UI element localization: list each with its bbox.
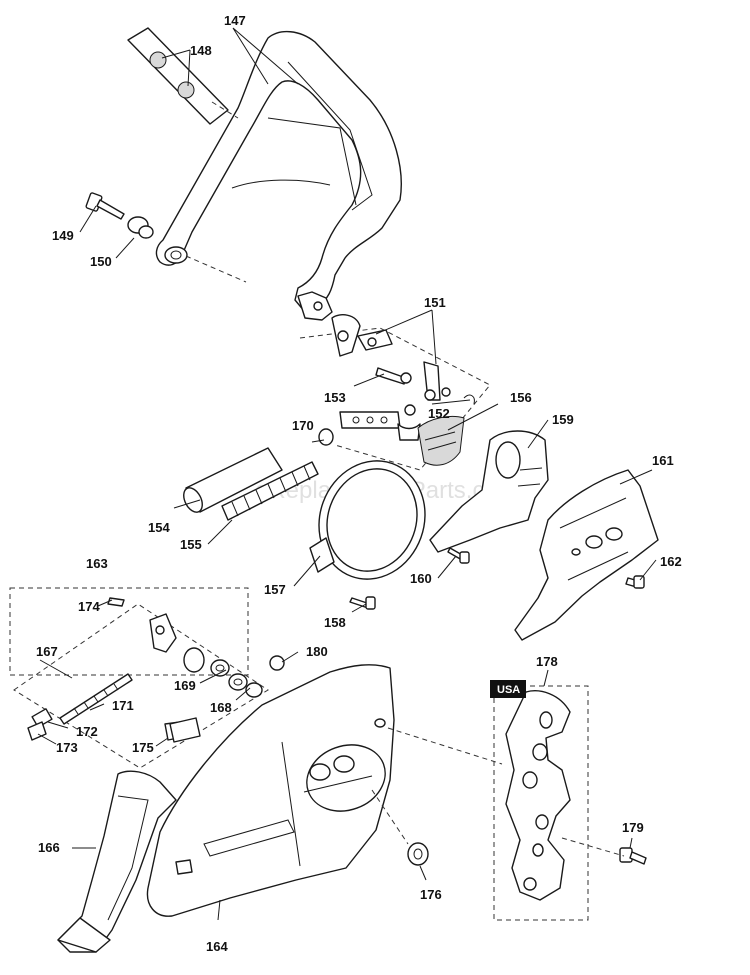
callout-147: 147 xyxy=(224,13,246,28)
screw-162 xyxy=(625,575,645,589)
callout-148: 148 xyxy=(190,43,212,58)
callout-179: 179 xyxy=(622,820,644,835)
usa-group-box xyxy=(493,685,589,921)
bracket-159 xyxy=(429,430,549,553)
callout-176: 176 xyxy=(420,887,442,902)
guide-plate-161 xyxy=(514,469,659,641)
callout-162: 162 xyxy=(660,554,682,569)
sleeve-154 xyxy=(183,447,283,513)
callout-178: 178 xyxy=(536,654,558,669)
callout-175: 175 xyxy=(132,740,154,755)
bushing-150 xyxy=(127,216,154,239)
callout-labels: 147 148 149 150 151 152 153 154 155 156 … xyxy=(36,13,682,954)
adjuster-group-box xyxy=(9,587,249,676)
washer-170 xyxy=(318,428,334,446)
callout-151: 151 xyxy=(424,295,446,310)
usa-badge-text: USA xyxy=(497,684,520,696)
chain-brake-handle xyxy=(155,31,402,321)
side-cover-164 xyxy=(146,664,395,917)
spike-bumper-178 xyxy=(505,690,571,901)
callout-170: 170 xyxy=(292,418,314,433)
leader-lines xyxy=(37,27,657,921)
spring-155 xyxy=(221,461,319,521)
cap-175 xyxy=(169,717,201,743)
callout-153: 153 xyxy=(324,390,346,405)
callout-160: 160 xyxy=(410,571,432,586)
callout-154: 154 xyxy=(148,520,170,535)
callout-173: 173 xyxy=(56,740,78,755)
callout-168: 168 xyxy=(210,700,232,715)
callout-157: 157 xyxy=(264,582,286,597)
usa-badge xyxy=(490,680,526,698)
screw-149 xyxy=(85,192,125,220)
decal-strip xyxy=(127,27,229,125)
callout-158: 158 xyxy=(324,615,346,630)
brake-pad-156 xyxy=(417,415,465,466)
callout-159: 159 xyxy=(552,412,574,427)
callout-150: 150 xyxy=(90,254,112,269)
callout-149: 149 xyxy=(52,228,74,243)
callout-166: 166 xyxy=(38,840,60,855)
screw-179 xyxy=(619,847,647,865)
handle-166 xyxy=(57,770,177,953)
callout-172: 172 xyxy=(76,724,98,739)
brake-band-157 xyxy=(309,460,426,580)
brake-linkage xyxy=(299,314,491,471)
screw-158 xyxy=(349,596,376,610)
callout-174: 174 xyxy=(78,599,100,614)
callout-167: 167 xyxy=(36,644,58,659)
screw-160 xyxy=(447,547,470,564)
nut-176 xyxy=(407,842,429,866)
adjuster-subgroup xyxy=(13,603,269,769)
callout-171: 171 xyxy=(112,698,134,713)
callout-169: 169 xyxy=(174,678,196,693)
callout-163: 163 xyxy=(86,556,108,571)
callout-152: 152 xyxy=(428,406,450,421)
callout-161: 161 xyxy=(652,453,674,468)
callout-180: 180 xyxy=(306,644,328,659)
callout-155: 155 xyxy=(180,537,202,552)
callout-164: 164 xyxy=(206,939,228,954)
callout-156: 156 xyxy=(510,390,532,405)
